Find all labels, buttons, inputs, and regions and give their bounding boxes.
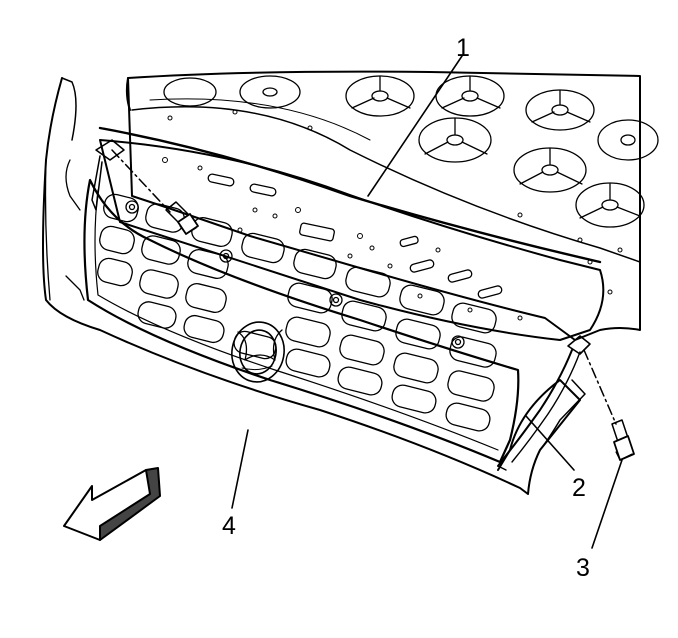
right-grille-bracket xyxy=(497,335,591,471)
front-direction-arrow-icon xyxy=(63,467,161,541)
radiator-upper-support xyxy=(99,139,605,341)
grille-cells xyxy=(97,193,497,432)
hood-seal-edge xyxy=(98,126,602,264)
leader-lines xyxy=(231,55,623,549)
grille-clips xyxy=(125,200,465,349)
bolt-upper-left xyxy=(111,149,199,235)
callout-4: 4 xyxy=(222,512,236,540)
hood-inner-panel xyxy=(125,70,659,341)
grille-emblem xyxy=(231,321,285,383)
hood-support-cones xyxy=(163,75,659,228)
callout-3: 3 xyxy=(576,554,590,582)
left-grille-bracket xyxy=(65,139,125,301)
callout-1: 1 xyxy=(456,34,470,62)
callout-2: 2 xyxy=(572,474,586,502)
bolt-right xyxy=(583,349,635,461)
radiator-grille xyxy=(83,178,520,464)
front-fascia xyxy=(42,77,586,495)
